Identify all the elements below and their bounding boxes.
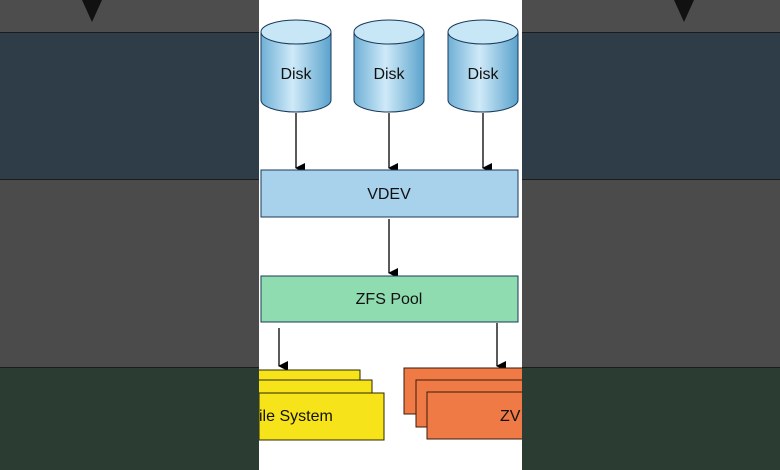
disk-label: Disk <box>280 66 312 83</box>
disk-label: Disk <box>373 66 405 83</box>
disk-node-2: Disk <box>353 19 425 113</box>
bg-band <box>522 0 780 32</box>
vdev-label: VDEV <box>367 186 411 203</box>
zfs-diagram: Disk Disk Disk VDEV ZFS Pool <box>259 19 522 441</box>
filesystem-stack: ile System <box>259 369 385 441</box>
vdev-box: VDEV <box>260 169 519 218</box>
bg-band <box>0 0 259 32</box>
triangle-marker-icon <box>82 0 102 22</box>
disk-node-3: Disk <box>447 19 519 113</box>
triangle-marker-icon <box>674 0 694 22</box>
bg-band <box>522 32 780 180</box>
left-blurred-background <box>0 0 259 470</box>
pool-label: ZFS Pool <box>356 291 423 308</box>
diagram-panel: Disk Disk Disk VDEV ZFS Pool <box>259 0 522 470</box>
bg-band <box>522 367 780 470</box>
zvol-label: ZV <box>500 408 521 425</box>
zvol-stack: ZV <box>403 367 522 440</box>
bg-band <box>522 180 780 367</box>
bg-band <box>0 367 259 470</box>
disk-node-1: Disk <box>260 19 332 113</box>
bg-band <box>0 32 259 180</box>
disk-label: Disk <box>467 66 499 83</box>
filesystem-label: ile System <box>259 408 333 425</box>
zfs-pool-box: ZFS Pool <box>260 275 519 323</box>
bg-band <box>0 180 259 367</box>
right-blurred-background <box>522 0 780 470</box>
